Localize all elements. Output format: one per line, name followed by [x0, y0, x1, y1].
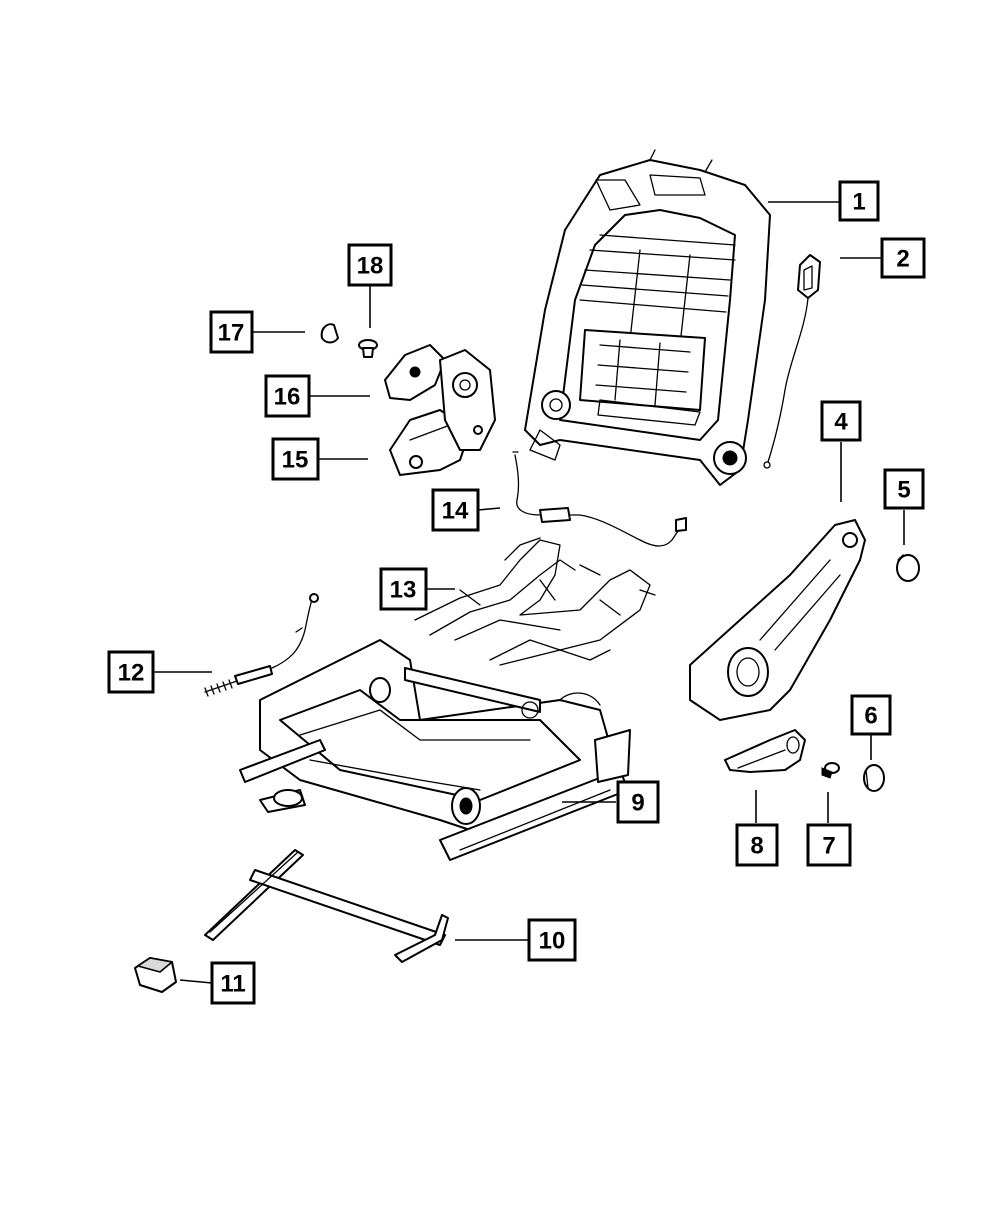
callout-label: 2	[896, 246, 909, 273]
callout-13: 13	[379, 567, 428, 611]
callout-label: 9	[631, 790, 644, 817]
callout-4: 4	[820, 400, 862, 442]
recliner-cover-illustration	[384, 344, 496, 451]
callout-14: 14	[431, 488, 480, 532]
callout-label: 8	[750, 833, 763, 860]
pin-illustration	[358, 339, 378, 358]
callout-label: 18	[357, 253, 384, 280]
callout-label: 13	[390, 577, 417, 604]
callout-15: 15	[271, 437, 320, 481]
callout-label: 15	[282, 447, 309, 474]
callout-label: 11	[220, 971, 245, 998]
callout-label: 16	[274, 384, 301, 411]
outer-shield-illustration	[689, 519, 866, 721]
callout-label: 6	[864, 703, 877, 730]
callout-12: 12	[107, 650, 155, 694]
wiring-harness-illustration	[512, 451, 687, 547]
callout-label: 5	[897, 477, 910, 504]
callout-1: 1	[838, 180, 880, 222]
callout-label: 10	[539, 928, 566, 955]
callout-7: 7	[806, 823, 852, 867]
seat-adjuster-frame-illustration	[239, 639, 631, 861]
seat-cushion-springs-illustration	[414, 537, 656, 666]
shield-cap-illustration	[896, 554, 920, 582]
callout-11: 11	[210, 961, 256, 1005]
callout-label: 12	[118, 660, 145, 687]
leader-lines	[153, 201, 905, 984]
callout-5: 5	[883, 468, 925, 510]
cable-spring-illustration	[204, 593, 319, 697]
callout-10: 10	[527, 918, 577, 962]
callout-8: 8	[735, 823, 779, 867]
callout-18: 18	[347, 243, 393, 287]
towel-bar-handle-illustration	[134, 957, 177, 993]
callout-label: 14	[442, 498, 469, 525]
end-cap-illustration	[863, 764, 885, 792]
screw-illustration	[821, 762, 840, 779]
callout-17: 17	[209, 310, 254, 354]
callout-label: 4	[834, 409, 848, 436]
callout-16: 16	[264, 374, 311, 418]
handle-illustration	[724, 729, 806, 773]
callout-6: 6	[850, 694, 892, 736]
callout-9: 9	[616, 780, 660, 824]
release-handle-cable-illustration	[763, 254, 821, 469]
push-clip-illustration	[320, 323, 339, 344]
callout-2: 2	[880, 237, 926, 279]
callout-label: 1	[852, 189, 865, 216]
callout-label: 17	[218, 320, 245, 347]
callout-label: 7	[822, 833, 835, 860]
seat-back-frame-illustration	[524, 149, 771, 486]
towel-bar-illustration	[204, 849, 449, 963]
